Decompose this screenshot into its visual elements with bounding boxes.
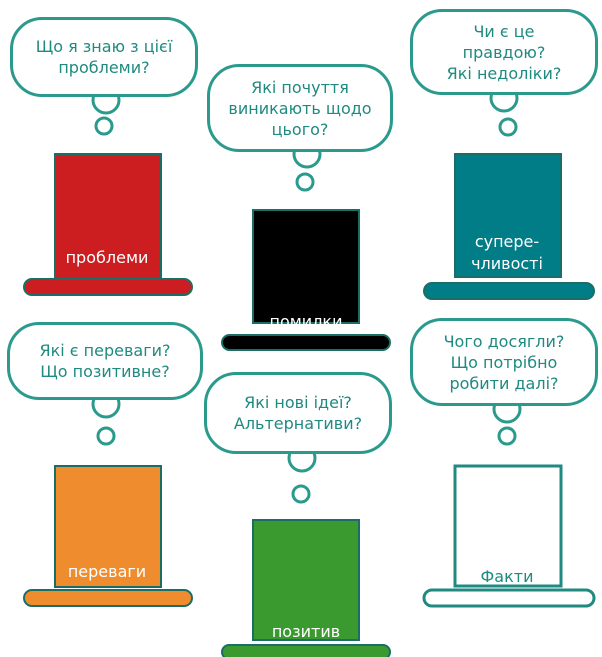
question-green: Які нові ідеї? Альтернативи? <box>233 393 363 433</box>
hat-label-teal: супере- чливості <box>471 232 543 273</box>
thought-dot-white-2 <box>497 426 517 446</box>
thought-bubble-black: Які почуття виникають щодо цього? <box>207 64 393 152</box>
hat-crown-white <box>453 464 563 588</box>
hat-crown-red <box>54 153 162 279</box>
hat-crown-green <box>252 519 360 641</box>
hat-brim-teal <box>423 282 595 300</box>
thought-bubble-white: Чого досягли? Що потрібно робити далі? <box>410 318 598 406</box>
question-white: Чого досягли? Що потрібно робити далі? <box>443 331 565 393</box>
thought-bubble-red: Що я знаю з цієї проблеми? <box>10 17 198 97</box>
thought-dot-black-2 <box>295 172 315 192</box>
question-red: Що я знаю з цієї проблеми? <box>35 37 173 77</box>
question-orange: Які є переваги? Що позитивне? <box>39 341 171 381</box>
hat-brim-green <box>221 644 391 657</box>
hat-label-black: помилки <box>269 312 343 331</box>
hat-label-red: проблеми <box>65 248 149 267</box>
thought-dot-orange-2 <box>96 426 116 446</box>
thought-dot-red-2 <box>94 116 114 136</box>
hat-crown-orange <box>54 465 162 588</box>
hat-crown-teal <box>454 153 562 278</box>
hat-label-white: Факти <box>480 567 534 586</box>
thought-bubble-teal: Чи є це правдою? Які недоліки? <box>410 9 598 95</box>
hat-brim-white <box>422 588 596 608</box>
thought-dot-teal-2 <box>498 117 518 137</box>
hat-brim-orange <box>23 589 193 607</box>
thought-bubble-green: Які нові ідеї? Альтернативи? <box>204 372 392 454</box>
hat-crown-black <box>252 209 360 324</box>
thought-dot-green-2 <box>291 484 311 504</box>
hat-brim-red <box>23 278 193 296</box>
question-black: Які почуття виникають щодо цього? <box>228 77 372 139</box>
hat-label-green: позитив <box>271 622 341 641</box>
question-teal: Чи є це правдою? Які недоліки? <box>446 21 562 83</box>
hat-brim-black <box>221 334 391 351</box>
thought-bubble-orange: Які є переваги? Що позитивне? <box>7 322 203 400</box>
hat-label-orange: переваги <box>67 562 147 581</box>
